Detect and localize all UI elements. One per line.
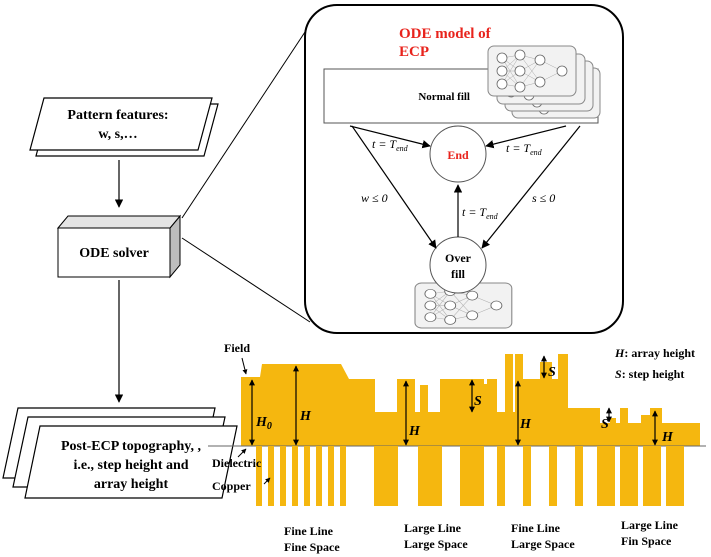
edge-label-t-end-right: t = Tend [506, 141, 543, 157]
copper-spike [558, 354, 568, 380]
edge-label-t-end-left: t = Tend [372, 137, 409, 153]
ode-panel-title-line2: ECP [399, 44, 429, 60]
overfill-node [429, 236, 487, 294]
region-large-line-fin-space-line2: Fin Space [621, 534, 672, 548]
output-line3: array height [94, 477, 169, 492]
region-large-line-large-space-line1: Large Line [404, 521, 462, 535]
end-node-label: End [447, 148, 469, 162]
region-fine-line-large-space-line1: Fine Line [511, 521, 561, 535]
legend-h: H: array height [614, 346, 695, 360]
label-h0: H0 [255, 415, 272, 432]
output-line2: i.e., step height and [73, 458, 188, 473]
edge-normal-to-end-left [349, 125, 431, 149]
edge-normal-to-overfill-left [351, 125, 437, 249]
ode-panel-title-line1: ODE model of [399, 26, 492, 42]
dielectric-pointer [237, 448, 247, 458]
ode-solver-label: ODE solver [79, 246, 149, 261]
label-h-fine: H [299, 409, 312, 424]
copper-spike [515, 354, 523, 380]
region-fine-line-fine-space-line1: Fine Line [284, 524, 334, 538]
label-h-large: H [408, 424, 421, 439]
end-node [429, 125, 487, 183]
output-line1: Post-ECP topography, , [61, 439, 201, 454]
edge-normal-to-overfill-right [481, 125, 581, 249]
label-h-fls: H [519, 417, 532, 432]
topography-profile: H0 H H S H S S H Field Dielectric Copper… [208, 341, 706, 554]
ode-model-panel: ODE model of ECP Normal fill End Over fi… [304, 4, 624, 334]
overfill-label-line2: fill [451, 267, 466, 281]
region-fine-line-large-space-line2: Large Space [511, 537, 575, 551]
edge-label-w-cond: w ≤ 0 [361, 191, 388, 205]
post-ecp-output-box: Post-ECP topography, , i.e., step height… [2, 407, 238, 499]
edge-label-t-end-up: t = Tend [462, 205, 499, 221]
zoom-line-bottom [181, 237, 311, 323]
label-s-large: S [474, 394, 482, 409]
copper-pointer [263, 477, 271, 485]
ode-solver-box: ODE solver [56, 214, 182, 279]
pattern-features-line2: w, s,… [98, 127, 137, 142]
zoom-line-top [181, 31, 306, 219]
label-h-lfs: H [661, 430, 674, 445]
pattern-features-line1: Pattern features: [67, 108, 168, 123]
edge-normal-to-end-right [485, 125, 567, 149]
copper-spike [505, 354, 513, 380]
label-field: Field [224, 341, 250, 355]
overfill-label-line1: Over [445, 251, 472, 265]
copper-trenches [256, 446, 684, 506]
legend-s: S: step height [615, 367, 684, 381]
region-large-line-large-space-line2: Large Space [404, 537, 468, 551]
label-s-lfs: S [601, 417, 609, 432]
normal-fill-label: Normal fill [418, 91, 470, 103]
pattern-features-box: Pattern features: w, s,… [29, 97, 219, 157]
label-copper: Copper [212, 479, 251, 493]
region-large-line-fin-space-line1: Large Line [621, 518, 679, 532]
edge-label-s-cond: s ≤ 0 [532, 191, 555, 205]
region-fine-line-fine-space-line2: Fine Space [284, 540, 340, 554]
label-s-fls: S [548, 365, 556, 380]
label-dielectric: Dielectric [212, 456, 262, 470]
field-pointer [241, 357, 248, 375]
